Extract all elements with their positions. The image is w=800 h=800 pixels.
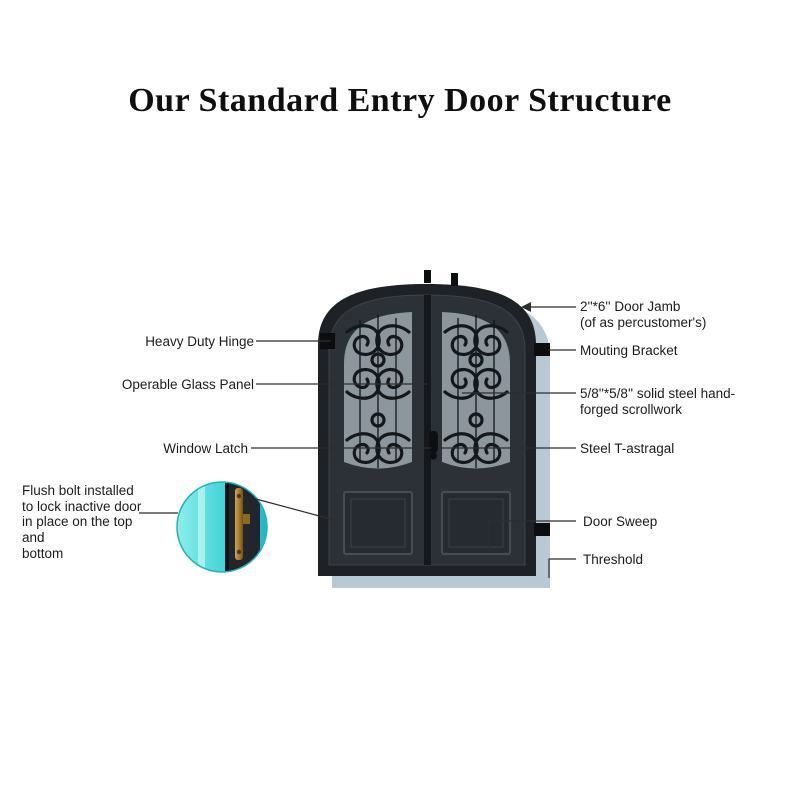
door-illustration (318, 270, 550, 576)
top-bracket-icon (424, 270, 431, 283)
scrollwork-right (443, 315, 509, 468)
label-door-sweep: Door Sweep (583, 514, 658, 529)
label-door-jamb: 2''*6'' Door Jamb (of as percustomer's) (580, 299, 707, 330)
mounting-bracket-bottom (534, 523, 550, 536)
mounting-bracket-top (534, 343, 550, 356)
flush-bolt-inset (176, 481, 268, 573)
label-operable-glass-panel: Operable Glass Panel (121, 377, 254, 392)
label-heavy-duty-hinge: Heavy Duty Hinge (145, 334, 254, 349)
label-flush-bolt: Flush bolt installed to lock inactive do… (22, 483, 142, 561)
label-steel-t-astragal: Steel T-astragal (580, 441, 675, 456)
door-handle (429, 431, 438, 460)
page-title: Our Standard Entry Door Structure (128, 82, 672, 119)
label-mounting-bracket: Mouting Bracket (580, 343, 678, 358)
label-threshold: Threshold (583, 552, 644, 567)
t-astragal (424, 295, 431, 565)
jamb-arrow-icon (521, 302, 531, 312)
label-window-latch: Window Latch (163, 441, 248, 456)
scrollwork-left (345, 315, 411, 468)
leader-lines (139, 306, 576, 578)
bottom-panels (343, 491, 511, 555)
top-bracket-icon (451, 273, 458, 286)
label-scrollwork: 5/8''*5/8'' solid steel hand- forged scr… (580, 386, 736, 417)
